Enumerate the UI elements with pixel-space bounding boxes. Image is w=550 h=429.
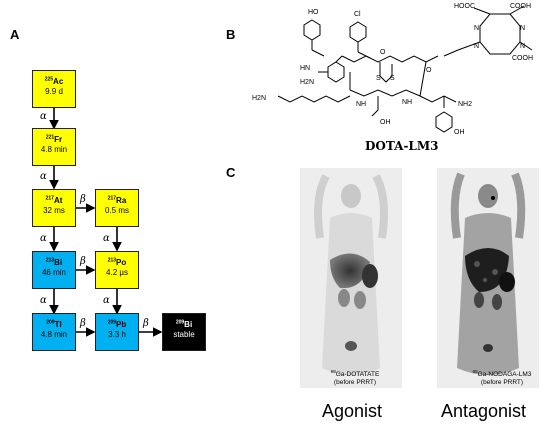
alpha-label-6: α <box>103 295 110 306</box>
chem-label-n-2: N <box>520 25 525 32</box>
alpha-label-5: α <box>103 233 110 244</box>
chem-label-n-4: N <box>520 43 525 50</box>
beta-label-2: β <box>80 256 86 267</box>
chem-label-s-1: S <box>376 75 381 82</box>
alpha-label-1: α <box>40 111 47 122</box>
chem-label-o-1: O <box>380 49 386 56</box>
nuclide-bi-209: 209Bi stable <box>162 313 206 351</box>
nuclide-tl-209: 209Tl 4.8 min <box>32 313 76 351</box>
chem-label-hn: HN <box>300 65 310 72</box>
dota-lm3-structure: HO Cl HOOC COOH COOH N N N N O O S S HN … <box>252 3 533 136</box>
chem-label-cl: Cl <box>354 11 361 18</box>
chem-label-n-1: N <box>474 25 479 32</box>
pet-image-agonist <box>300 168 402 388</box>
nuclide-pb-209: 209Pb 3.3 h <box>95 313 139 351</box>
alpha-label-2: α <box>40 171 47 182</box>
antagonist-label: Antagonist <box>441 401 527 421</box>
alpha-label-3: α <box>40 233 47 244</box>
disulfide-bridge <box>379 62 393 83</box>
pet-image-antagonist <box>437 168 539 388</box>
nuclide-at-217: 217At 32 ms <box>32 189 76 227</box>
chem-label-oh-tyr: OH <box>454 129 465 136</box>
phenol-ring-bottom <box>435 111 453 133</box>
chem-label-n-3: N <box>474 43 479 50</box>
chem-label-h2n-lys: H2N <box>252 95 266 102</box>
chem-label-nh-2: NH <box>402 99 412 106</box>
chem-label-hooc: HOOC <box>454 3 475 10</box>
beta-label-1: β <box>80 194 86 205</box>
chem-label-o-2: O <box>426 67 432 74</box>
chem-label-ho-top: HO <box>308 9 319 16</box>
chem-label-nh-1: NH <box>356 101 366 108</box>
nuclide-ra-217: 217Ra 0.5 ms <box>95 189 139 227</box>
dota-macrocycle <box>479 13 521 55</box>
phenol-ring-top <box>303 19 321 41</box>
nuclide-po-213: 213Po 4.2 µs <box>95 251 139 289</box>
chem-label-cooh-bottom: COOH <box>512 55 533 62</box>
ureido-phenyl-ring <box>327 61 345 83</box>
chem-label-oh-thr: OH <box>380 119 391 126</box>
chlorophenyl-ring <box>349 21 367 43</box>
chem-label-nh2-amide: NH2 <box>458 101 472 108</box>
panel-label-b: B <box>226 27 236 42</box>
chem-label-h2n-urea: H2N <box>300 79 314 86</box>
panel-label-c: C <box>226 165 236 180</box>
pet-caption-agonist: 68Ga-DOTATATE (before PRRT) <box>330 368 380 386</box>
nuclide-bi-213: 213Bi 46 min <box>32 251 76 289</box>
pet-caption-antagonist: 68Ga-NODAGA-LM3 (before PRRT) <box>472 368 532 386</box>
chem-label-cooh-top: COOH <box>510 3 531 10</box>
panel-label-a: A <box>10 27 20 42</box>
beta-label-3: β <box>80 318 86 329</box>
agonist-label: Agonist <box>322 401 383 421</box>
chem-label-s-2: S <box>390 75 395 82</box>
beta-label-4: β <box>143 318 149 329</box>
nuclide-fr-221: 221Fr 4.8 min <box>32 128 76 166</box>
nuclide-ac-225: 225Ac 9.9 d <box>32 70 76 108</box>
alpha-label-4: α <box>40 295 47 306</box>
molecule-name: DOTA-LM3 <box>365 139 439 153</box>
